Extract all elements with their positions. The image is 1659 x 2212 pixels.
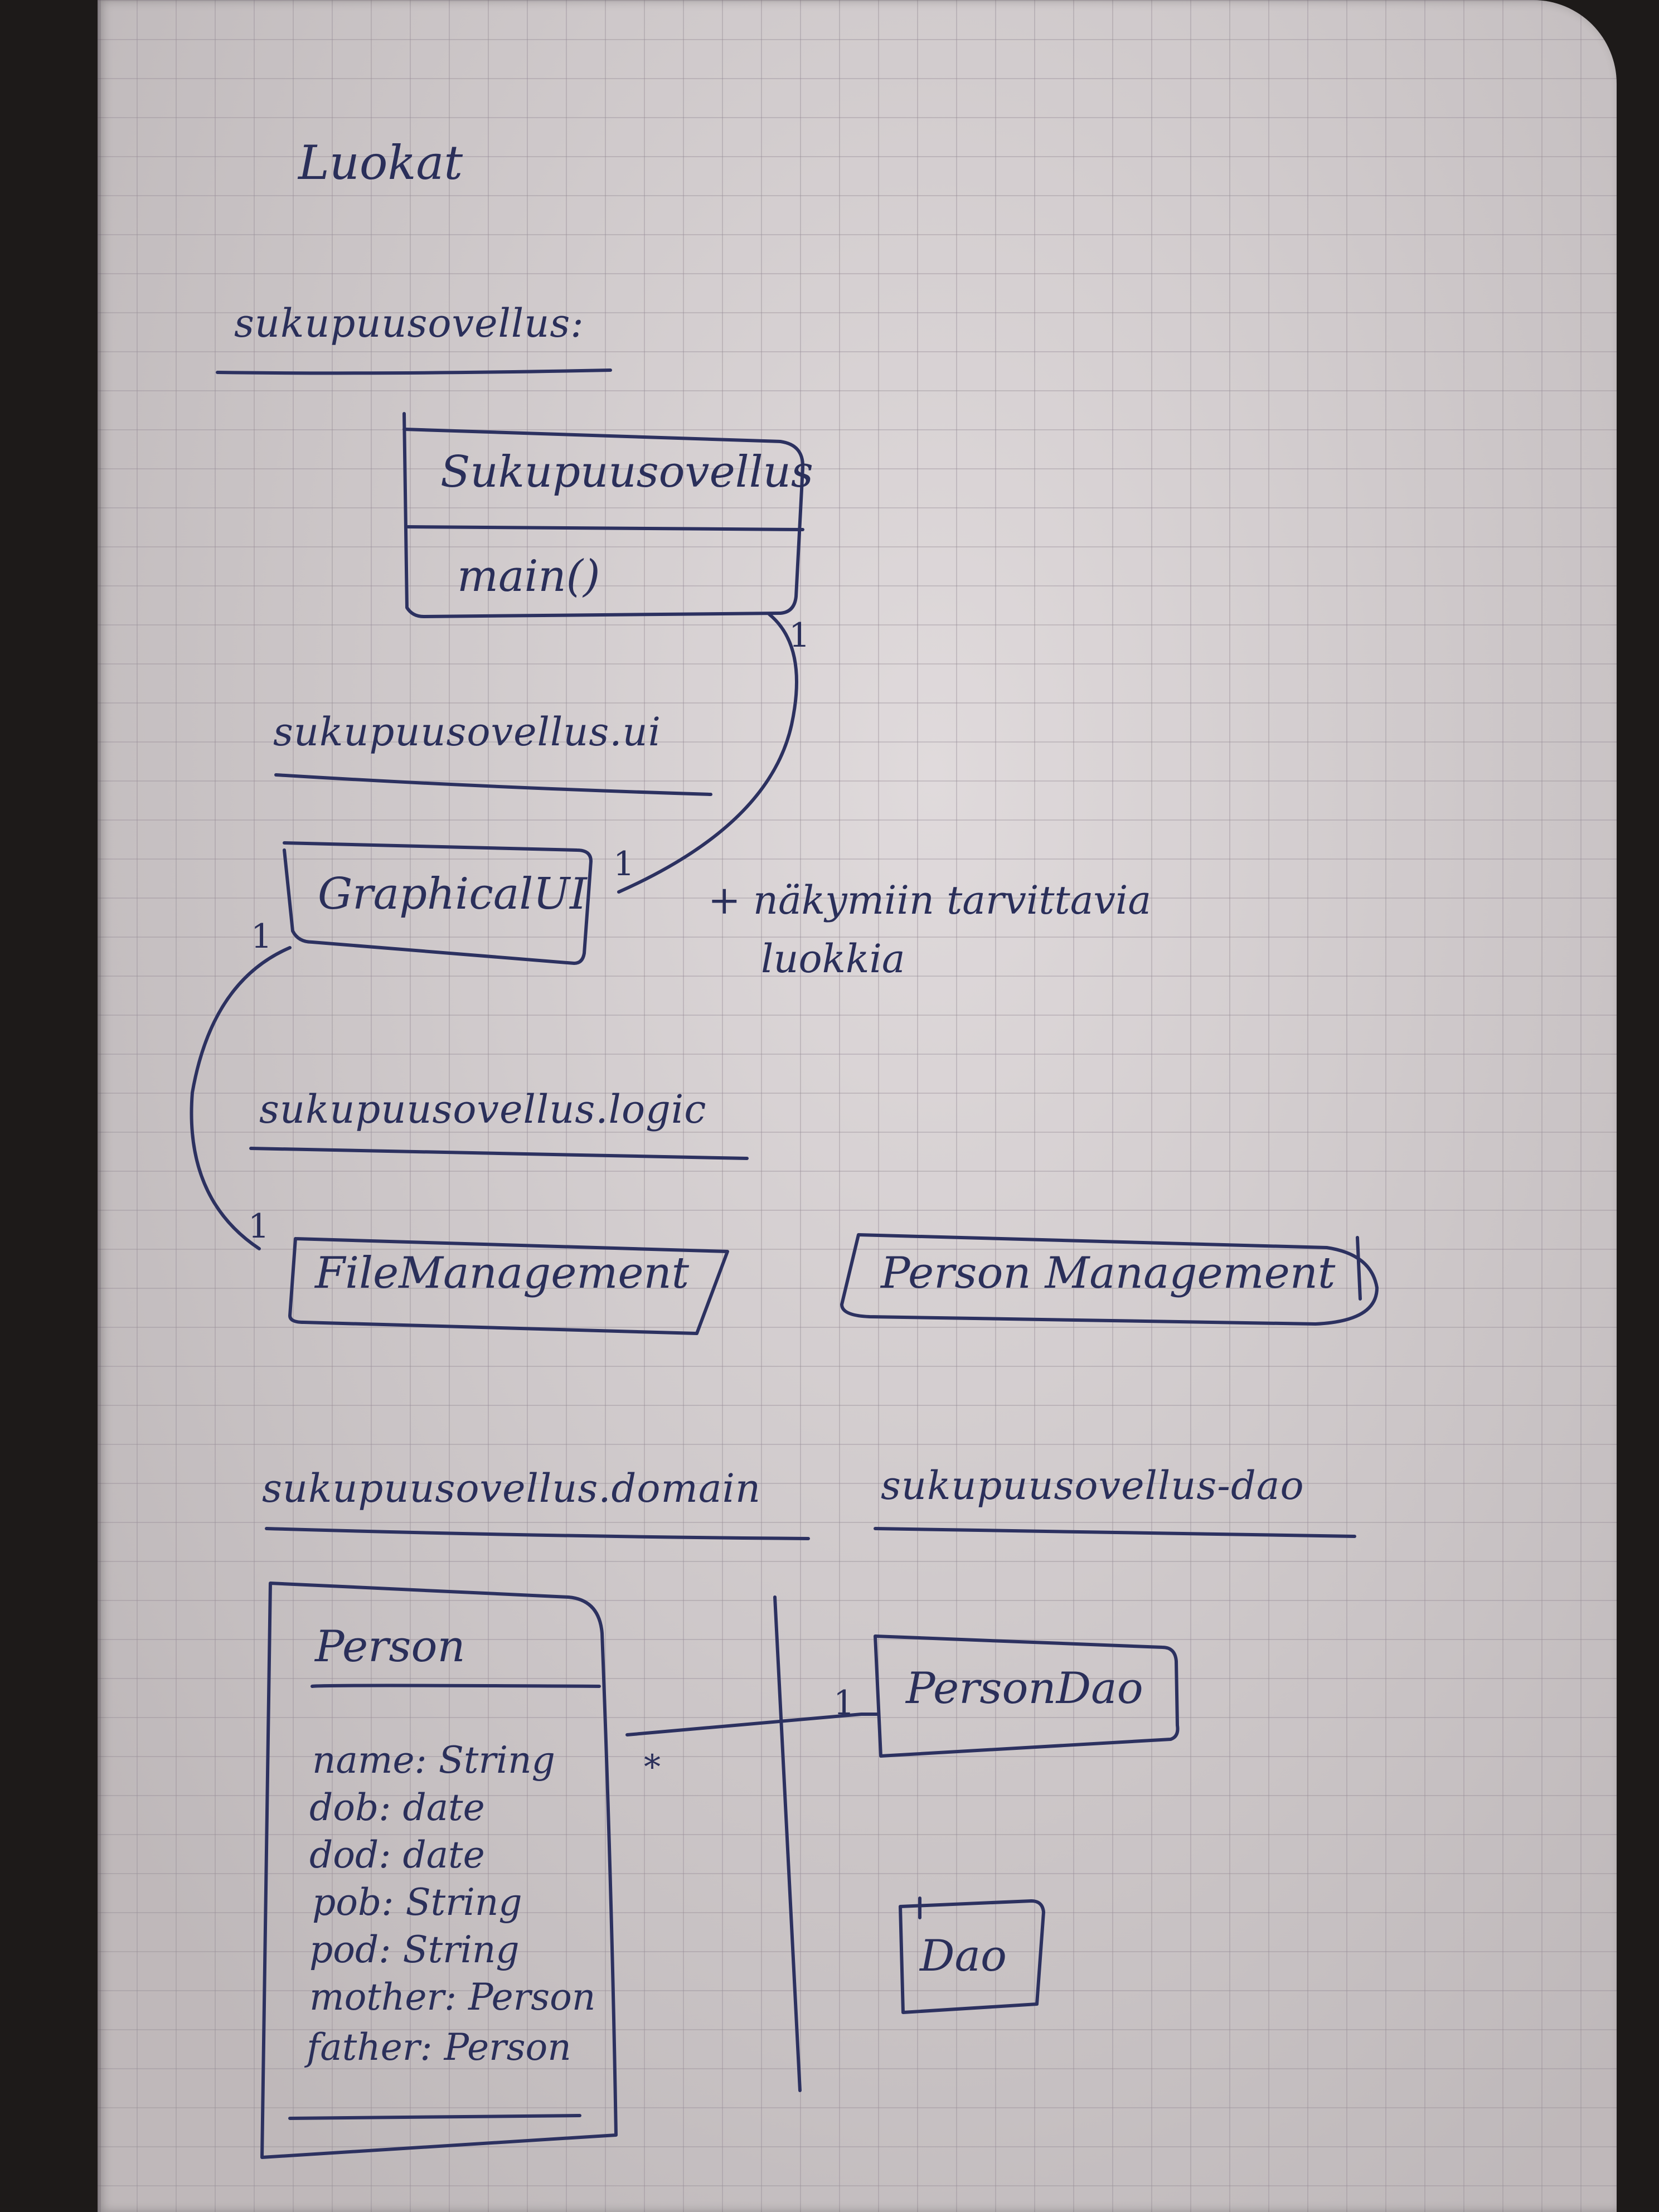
page-margin-line xyxy=(98,0,101,2212)
person-to-dao-association xyxy=(625,1713,880,1736)
multiplicity-ui-to-file-ui-end: 1 xyxy=(251,917,273,956)
multiplicity-ui-end: 1 xyxy=(613,845,635,884)
dao-class-name: Dao xyxy=(920,1931,1007,1981)
package-label-domain: sukupuusovellus.domain xyxy=(262,1466,761,1511)
logic-package-underline xyxy=(249,1147,749,1160)
multiplicity-person-dao-end: 1 xyxy=(833,1684,855,1723)
person-class-box xyxy=(260,1582,618,2159)
package-label-logic: sukupuusovellus.logic xyxy=(259,1086,707,1132)
main-class-box xyxy=(402,412,805,618)
ui-to-file-association xyxy=(190,946,292,1250)
note-line-1: + näkymiin tarvittavia xyxy=(708,877,1152,923)
person-dao-box xyxy=(874,1634,1180,1758)
person-attribute-father: father: Person xyxy=(307,2026,571,2069)
person-management-box-tick xyxy=(1356,1236,1362,1301)
person-management-class-name: Person Management xyxy=(881,1248,1336,1298)
package-label-root: sukupuusovellus: xyxy=(234,300,584,346)
person-attribute-pob: pob: String xyxy=(312,1881,522,1924)
file-management-class-name: FileManagement xyxy=(315,1248,690,1298)
ui-package-underline xyxy=(274,773,712,796)
person-dao-class-name: PersonDao xyxy=(906,1663,1143,1714)
multiplicity-main-end: 1 xyxy=(789,616,811,655)
multiplicity-file-end: 1 xyxy=(248,1207,270,1246)
multiplicity-person-end: * xyxy=(644,1748,661,1787)
root-package-underline xyxy=(216,368,612,375)
person-class-divider xyxy=(311,1684,601,1688)
person-attribute-mother: mother: Person xyxy=(309,1976,596,2019)
main-class-name: Sukupuusovellus xyxy=(440,447,813,497)
package-label-dao: sukupuusovellus-dao xyxy=(881,1463,1304,1508)
main-class-method: main() xyxy=(457,551,600,601)
dao-box xyxy=(899,1899,1045,2014)
dao-package-underline xyxy=(874,1527,1356,1538)
note-line-2: luokkia xyxy=(761,936,905,982)
person-class-bottom-line xyxy=(288,2114,581,2120)
page-title: Luokat xyxy=(298,135,463,190)
person-attribute-name: name: String xyxy=(312,1739,555,1782)
domain-package-underline xyxy=(265,1527,810,1540)
package-label-ui: sukupuusovellus.ui xyxy=(273,709,662,755)
main-to-ui-association xyxy=(617,613,798,894)
file-management-box xyxy=(288,1237,729,1335)
person-attribute-dob: dob: date xyxy=(309,1786,485,1829)
graphical-ui-class-name: GraphicalUI xyxy=(318,869,587,919)
package-separator-line xyxy=(773,1595,802,2092)
main-class-divider xyxy=(406,525,804,531)
graphical-ui-box xyxy=(283,841,593,965)
person-attribute-pod: pod: String xyxy=(309,1928,520,1971)
person-class-name: Person xyxy=(315,1622,465,1672)
person-attribute-dod: dod: date xyxy=(309,1833,485,1876)
notebook-page xyxy=(98,0,1617,2212)
